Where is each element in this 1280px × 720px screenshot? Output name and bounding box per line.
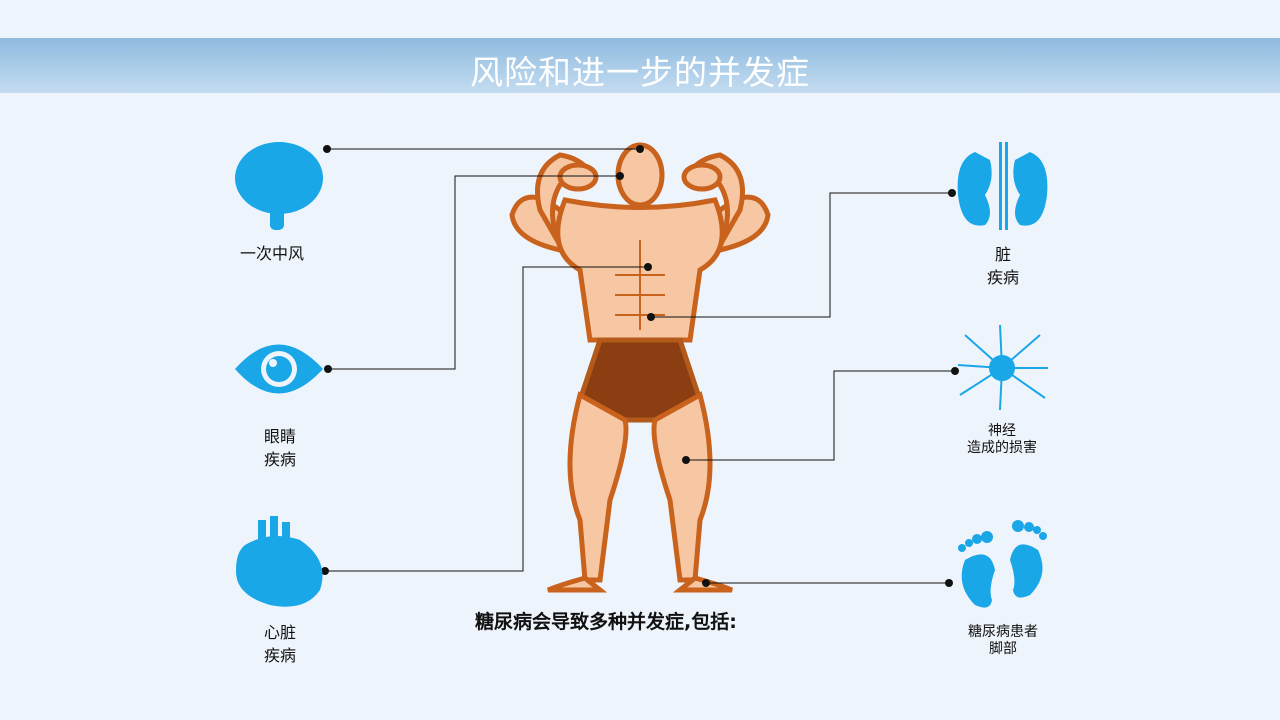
label-diabetic-foot: 糖尿病患者脚部 — [968, 624, 1038, 657]
connector-lines — [325, 148, 955, 584]
feet-icon — [958, 520, 1047, 608]
caption: 糖尿病会导致多种并发症,包括: — [475, 611, 737, 633]
label-stroke: 一次中风 — [239, 244, 304, 263]
muscular-body-figure — [509, 142, 771, 593]
connector-dots — [321, 145, 959, 587]
label-eye-disease: 眼睛疾病 — [263, 427, 296, 469]
eye-icon — [235, 344, 323, 394]
label-nerve-damage: 神经造成的损害 — [967, 423, 1037, 456]
kidney-icon — [957, 142, 1048, 230]
title-banner — [0, 38, 1280, 93]
label-kidney-disease: 脏疾病 — [986, 245, 1019, 287]
label-heart-disease: 心脏疾病 — [263, 623, 296, 665]
heart-icon — [235, 516, 323, 607]
page-title: 风险和进一步的并发症 — [470, 53, 810, 92]
nerve-icon — [957, 324, 1048, 411]
brain-icon — [235, 142, 323, 230]
